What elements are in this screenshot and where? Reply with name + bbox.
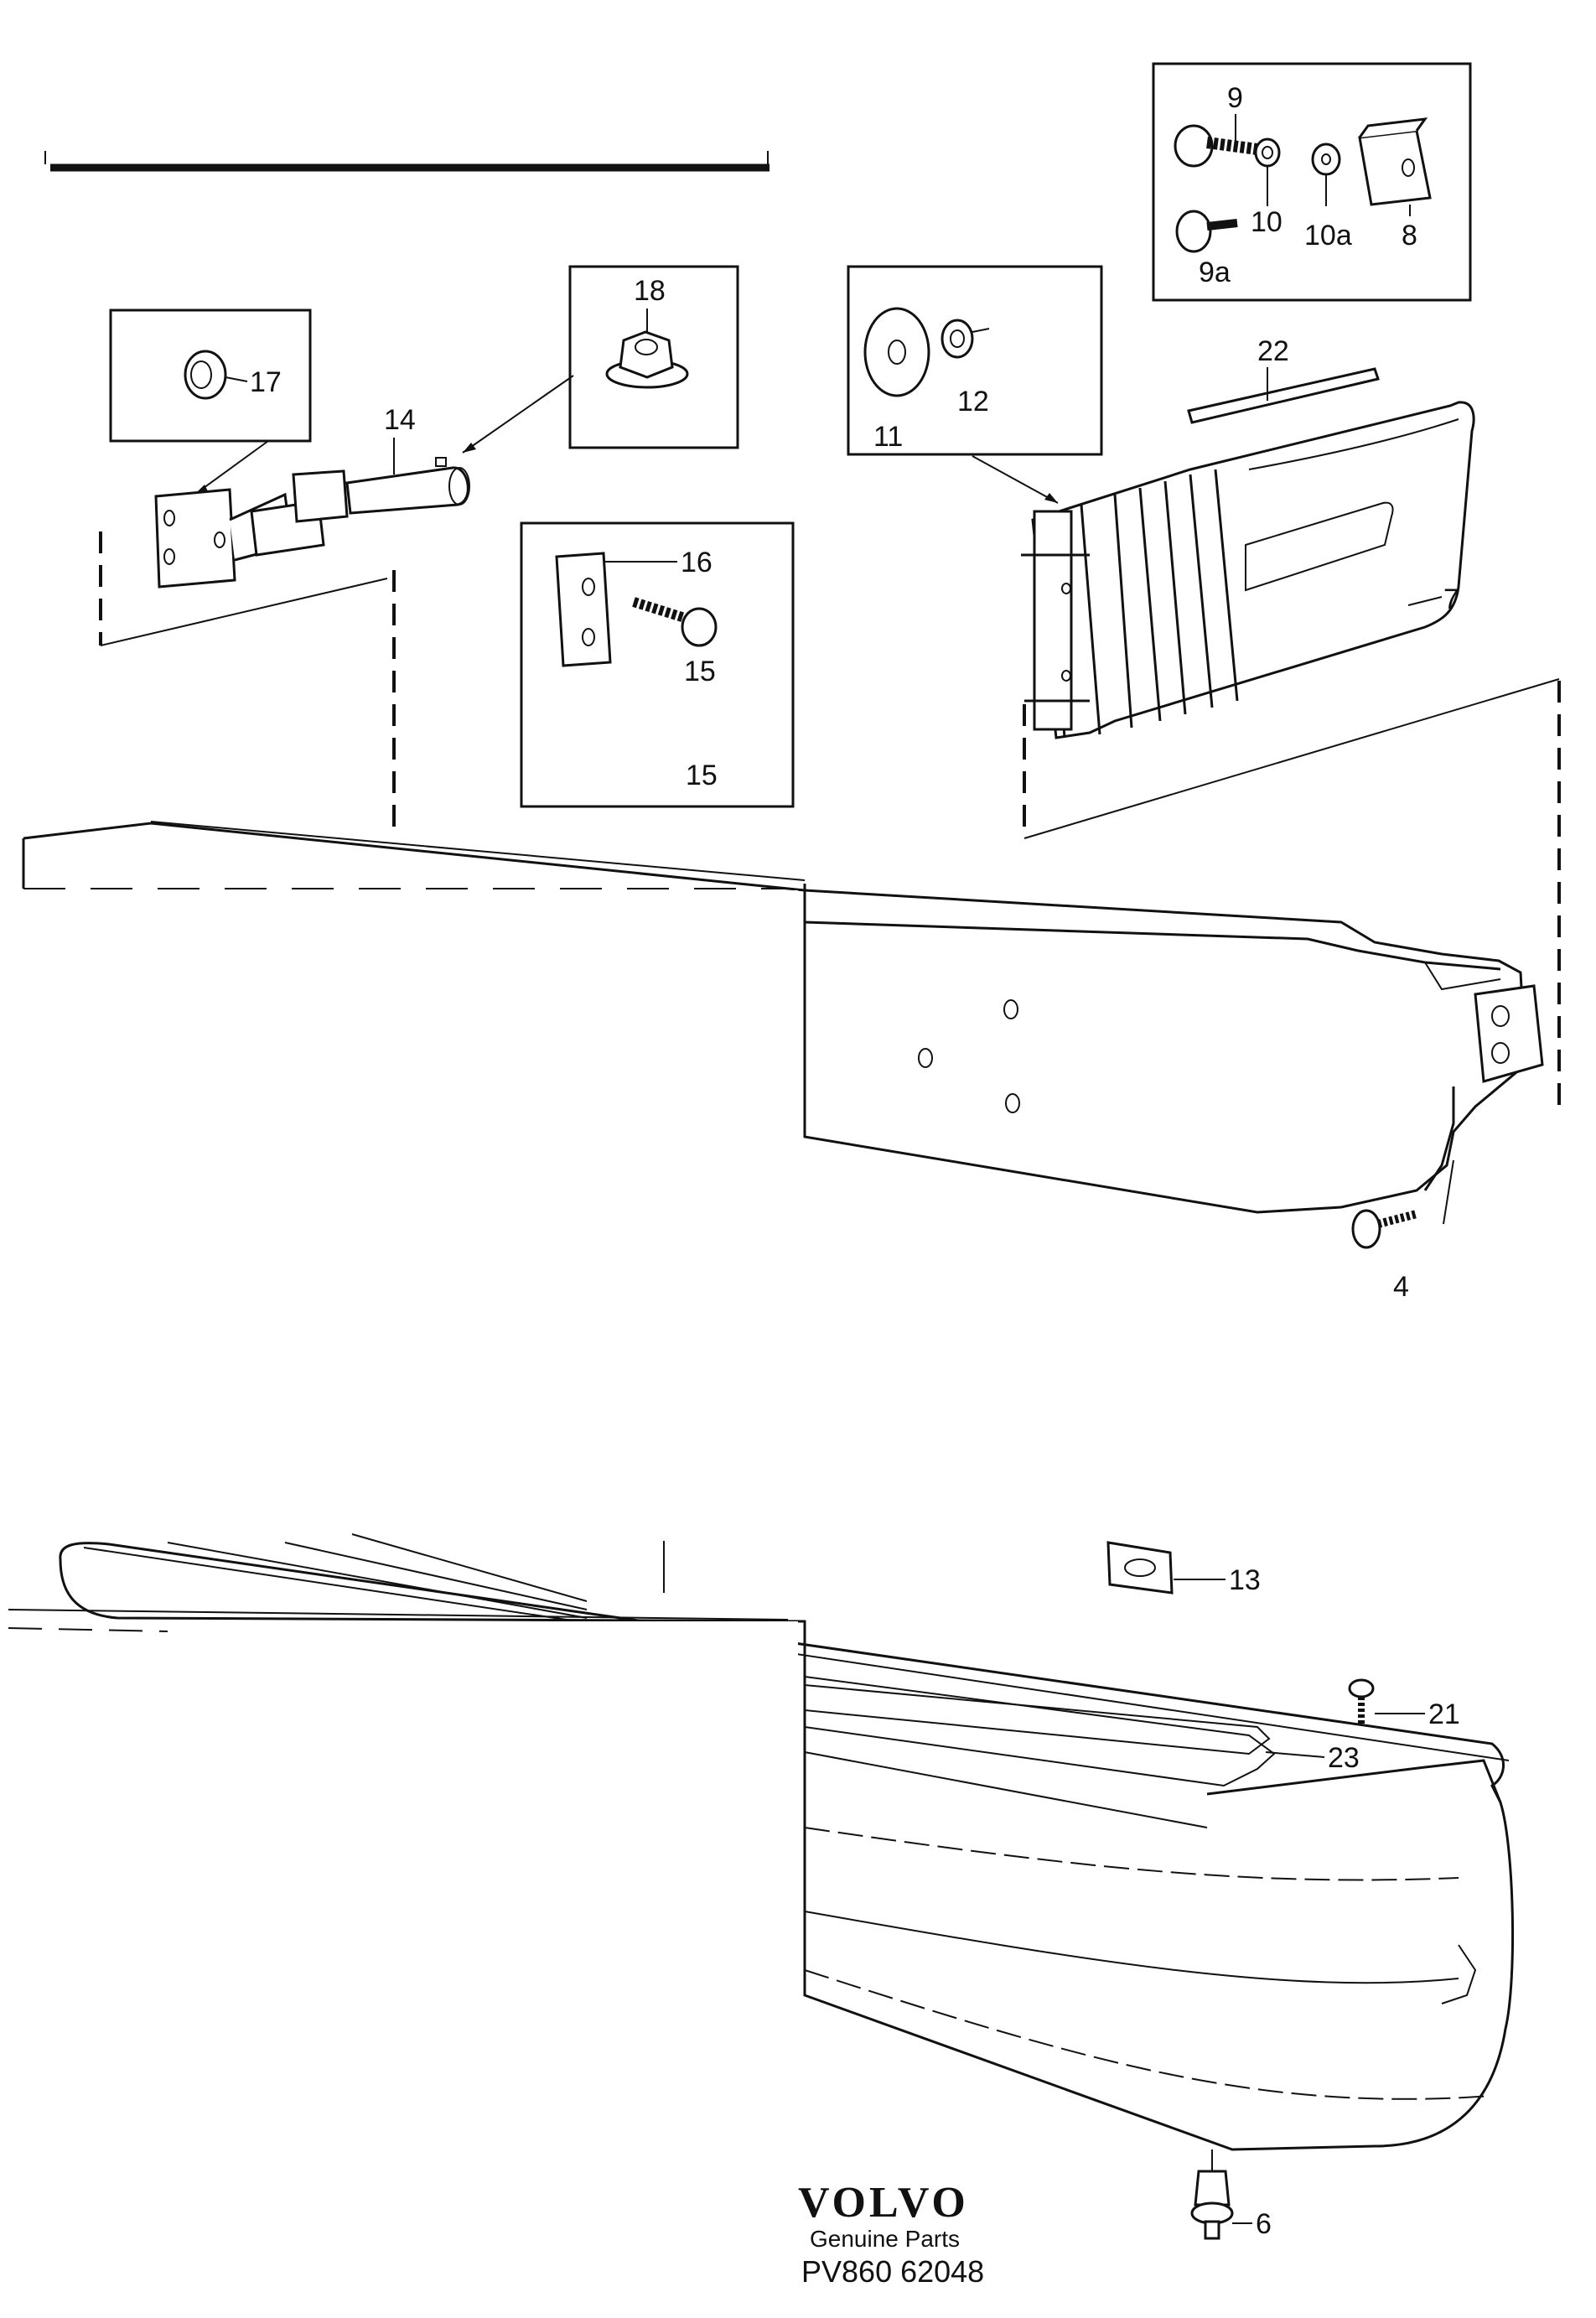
washer-10a-icon (1311, 143, 1341, 176)
callout-10: 10 (1251, 206, 1282, 238)
screw-15-icon (632, 597, 718, 647)
bumper-bracket-14 (154, 438, 470, 589)
seal-strip-23 (804, 1683, 1325, 1758)
header-rule (44, 151, 770, 172)
cut-line-lower (8, 1609, 789, 1632)
callout-11: 11 (873, 421, 903, 453)
callout-6: 6 (1256, 2208, 1272, 2240)
flange-nut-18-icon (605, 330, 689, 389)
screw-9-icon (1174, 124, 1258, 168)
screw-9a-icon (1175, 210, 1238, 253)
bumper-cover-lower (59, 1533, 1515, 2151)
blank-region-lower-left (0, 1621, 798, 2314)
callout-16: 16 (681, 547, 712, 578)
right-dashed-guides (1023, 678, 1561, 1107)
plate-16-icon (555, 552, 612, 667)
callout-7: 7 (1443, 583, 1459, 615)
callout-15: 15 (684, 656, 716, 687)
callout-10a: 10a (1304, 220, 1352, 252)
screw-21-icon (1348, 1678, 1425, 1724)
callout-8: 8 (1402, 220, 1417, 252)
spacer-10-icon (1254, 137, 1281, 168)
callout-15-repeat: 15 (686, 760, 718, 791)
callout-17: 17 (250, 366, 282, 398)
brand-block: VOLVO Genuine Parts PV860 62048 (798, 2179, 984, 2289)
nut-12-icon (940, 319, 990, 359)
bumper-beam-upper (22, 821, 1544, 1225)
washer-11-icon (863, 307, 930, 397)
callout-23: 23 (1328, 1742, 1360, 1774)
callout-22: 22 (1257, 335, 1289, 367)
callout-4: 4 (1393, 1271, 1409, 1303)
callout-18: 18 (634, 275, 666, 307)
brand-tagline: Genuine Parts (810, 2226, 960, 2252)
left-dashed-guides (99, 532, 396, 838)
volvo-logo: VOLVO (798, 2179, 969, 2227)
nut-17-icon (184, 350, 248, 400)
callout-13: 13 (1229, 1564, 1261, 1596)
callout-12: 12 (957, 386, 989, 417)
clip-8-icon (1358, 117, 1432, 206)
inset-box-15-16: 16 15 15 (520, 521, 795, 808)
screw-4-icon (1351, 1209, 1418, 1249)
callout-14: 14 (384, 404, 416, 436)
inset-box-8-9-10: 9 10 10a 8 9a (1152, 62, 1472, 302)
callout-21: 21 (1428, 1698, 1460, 1730)
inset-box-11-12: 12 11 (847, 265, 1103, 504)
trim-strip-22: 22 (1187, 335, 1380, 424)
callout-9a: 9a (1199, 257, 1231, 288)
bolt-6-icon (1190, 2149, 1252, 2240)
part-number: PV860 62048 (801, 2254, 984, 2289)
blank-region-left (0, 890, 798, 1544)
callout-9: 9 (1227, 82, 1243, 114)
bumper-end-cap-7: 7 (1021, 401, 1475, 739)
inset-box-17: 17 (109, 309, 312, 495)
emblem-13-icon (1106, 1541, 1226, 1595)
inset-box-18: 18 (462, 265, 739, 454)
